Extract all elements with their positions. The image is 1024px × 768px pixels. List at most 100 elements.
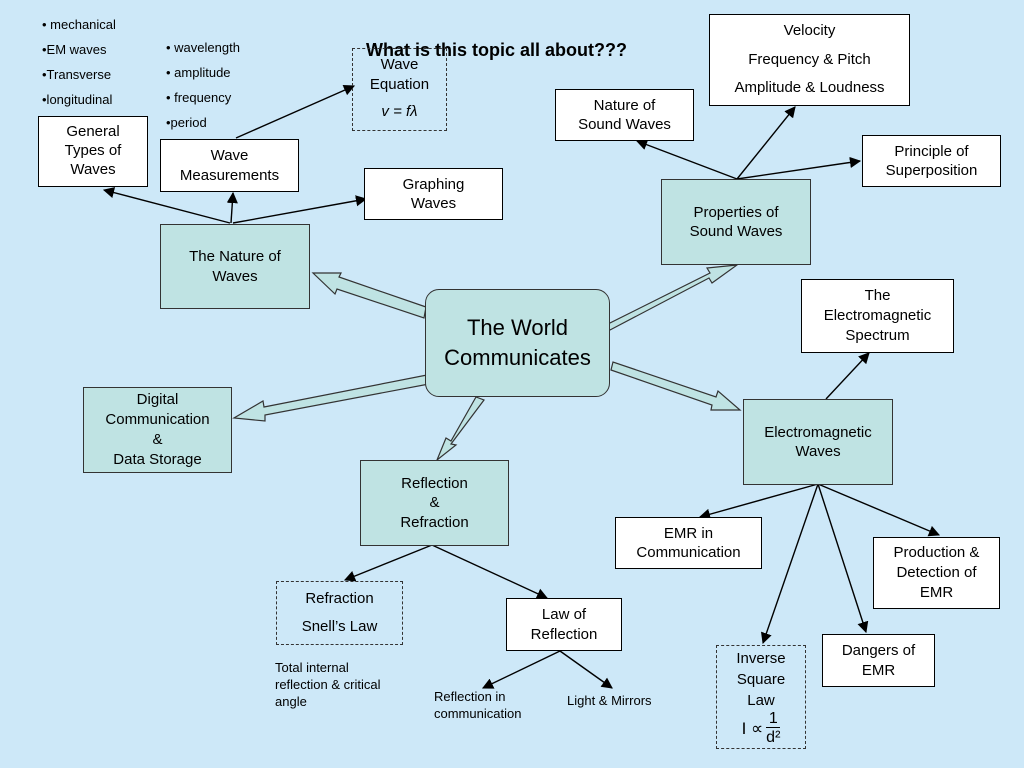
- topic-em-line: Waves: [795, 443, 841, 460]
- box-law-of-reflection[interactable]: Law of Reflection: [506, 598, 622, 651]
- topic-reflection-line: Reflection: [401, 474, 468, 492]
- production-line: EMR: [919, 584, 954, 602]
- reflection-comm-line: Reflection in: [434, 689, 506, 704]
- reflection-comm-note: Reflection in communication: [434, 688, 521, 722]
- formula-numerator: 1: [768, 710, 778, 727]
- topic-nature-line: The Nature of: [189, 248, 281, 265]
- wave-equation-formula: v = fλ: [381, 103, 418, 120]
- arrow-to-spectrum: [825, 352, 870, 400]
- box-dangers-emr[interactable]: Dangers of EMR: [822, 634, 935, 687]
- block-arrow-to-sound: [605, 264, 740, 331]
- box-em-spectrum[interactable]: The Electromagnetic Spectrum: [801, 279, 954, 353]
- box-wave-measurements[interactable]: Wave Measurements: [160, 139, 299, 192]
- formula-fraction: 1 d²: [766, 710, 781, 746]
- nature-sound-line: Nature of: [593, 96, 656, 114]
- page-title: What is this topic all about???: [366, 40, 627, 60]
- center-line-2: Communicates: [444, 345, 591, 370]
- wave-equation-line: Equation: [369, 75, 430, 93]
- law-reflection-line: Reflection: [530, 625, 598, 643]
- topic-digital-line: &: [152, 431, 163, 448]
- box-production-detection[interactable]: Production & Detection of EMR: [873, 537, 1000, 609]
- box-nature-of-sound[interactable]: Nature of Sound Waves: [555, 89, 694, 141]
- topic-nature-line: Waves: [212, 267, 258, 285]
- arrow-to-emr-comm: [698, 483, 819, 520]
- nature-sound-line: Sound Waves: [578, 116, 671, 133]
- arrow-to-reflection-comm: [481, 650, 561, 689]
- tir-line: reflection & critical: [275, 677, 381, 692]
- block-arrow-to-reflection: [435, 396, 485, 462]
- topic-reflection-line: Refraction: [400, 513, 469, 531]
- arrow-to-wave-equation: [235, 84, 356, 139]
- light-mirrors-note: Light & Mirrors: [567, 693, 652, 708]
- spectrum-line: Electromagnetic: [823, 306, 932, 324]
- tir-note: Total internal reflection & critical ang…: [275, 659, 380, 710]
- formula-denominator: d²: [766, 727, 781, 746]
- superposition-line: Superposition: [885, 162, 978, 179]
- arrow-to-light-mirrors: [559, 650, 613, 689]
- center-topic[interactable]: The World Communicates: [425, 289, 610, 397]
- block-arrow-to-em: [610, 361, 742, 411]
- box-graphing-waves[interactable]: Graphing Waves: [364, 168, 503, 220]
- general-types-line: Types of: [64, 142, 122, 160]
- graphing-line: Waves: [410, 195, 457, 212]
- production-line: Detection of: [896, 563, 977, 581]
- arrow-to-superposition: [736, 156, 862, 180]
- inverse-square-line: Inverse: [736, 650, 786, 667]
- topic-digital-communication[interactable]: Digital Communication & Data Storage: [83, 387, 232, 473]
- emr-comm-line: Communication: [636, 544, 741, 561]
- center-line-1: The World: [466, 315, 569, 341]
- arrow-to-graphing: [232, 195, 368, 224]
- spectrum-line: The: [864, 286, 891, 304]
- production-line: Production &: [893, 543, 980, 561]
- box-emr-communication[interactable]: EMR in Communication: [615, 517, 762, 569]
- box-wave-equation[interactable]: Wave Equation v = fλ: [352, 48, 447, 131]
- measurement-note: •period: [166, 115, 207, 130]
- arrow-to-wave-measurements: [226, 191, 238, 224]
- tir-line: angle: [275, 694, 307, 709]
- box-inverse-square-law[interactable]: Inverse Square Law I ∝ 1 d²: [716, 645, 806, 749]
- formula-lhs: I ∝: [741, 718, 764, 738]
- arrow-to-general-types: [102, 187, 231, 224]
- topic-sound-waves[interactable]: Properties of Sound Waves: [661, 179, 811, 265]
- block-arrow-to-nature: [311, 272, 427, 319]
- topic-em-line: Electromagnetic: [764, 423, 872, 441]
- measurement-note: • wavelength: [166, 40, 240, 55]
- wave-type-note: •Transverse: [42, 67, 112, 82]
- spectrum-line: Spectrum: [845, 327, 910, 345]
- arrow-to-velocity: [736, 106, 796, 180]
- refraction-line: Snell’s Law: [301, 618, 378, 635]
- dangers-line: Dangers of: [841, 642, 916, 659]
- emr-comm-line: EMR in: [663, 524, 714, 542]
- topic-sound-line: Sound Waves: [689, 223, 783, 240]
- topic-digital-line: Digital: [136, 390, 179, 408]
- wave-equation-line: Wave: [380, 56, 419, 73]
- wave-type-note: •EM waves: [42, 42, 107, 57]
- measurement-note: • amplitude: [166, 65, 231, 80]
- box-general-types[interactable]: General Types of Waves: [38, 116, 148, 187]
- inverse-square-line: Law: [747, 692, 775, 709]
- wave-measurements-line: Measurements: [179, 166, 280, 184]
- box-velocity-pitch-loudness[interactable]: Velocity Frequency & Pitch Amplitude & L…: [709, 14, 910, 106]
- topic-reflection-refraction[interactable]: Reflection & Refraction: [360, 460, 509, 546]
- topic-reflection-line: &: [429, 494, 440, 512]
- refraction-line: Refraction: [305, 589, 374, 607]
- topic-em-waves[interactable]: Electromagnetic Waves: [743, 399, 893, 485]
- box-refraction-snell[interactable]: Refraction Snell’s Law: [276, 581, 403, 645]
- tir-line: Total internal: [275, 660, 349, 675]
- velocity-line: Frequency & Pitch: [748, 50, 871, 68]
- superposition-line: Principle of: [894, 142, 969, 160]
- box-superposition[interactable]: Principle of Superposition: [862, 135, 1001, 187]
- wave-type-note: • mechanical: [42, 17, 116, 32]
- topic-nature-of-waves[interactable]: The Nature of Waves: [160, 224, 310, 309]
- arrow-to-inverse-square: [761, 483, 819, 645]
- velocity-line: Amplitude & Loudness: [734, 79, 885, 97]
- velocity-line: Velocity: [783, 22, 836, 40]
- block-arrow-to-digital: [232, 374, 430, 422]
- arrow-to-production: [817, 483, 941, 537]
- general-types-line: Waves: [70, 160, 116, 178]
- topic-digital-line: Data Storage: [113, 451, 202, 469]
- general-types-line: General: [66, 123, 120, 141]
- measurement-note: • frequency: [166, 90, 232, 105]
- inverse-square-line: Square: [736, 671, 786, 688]
